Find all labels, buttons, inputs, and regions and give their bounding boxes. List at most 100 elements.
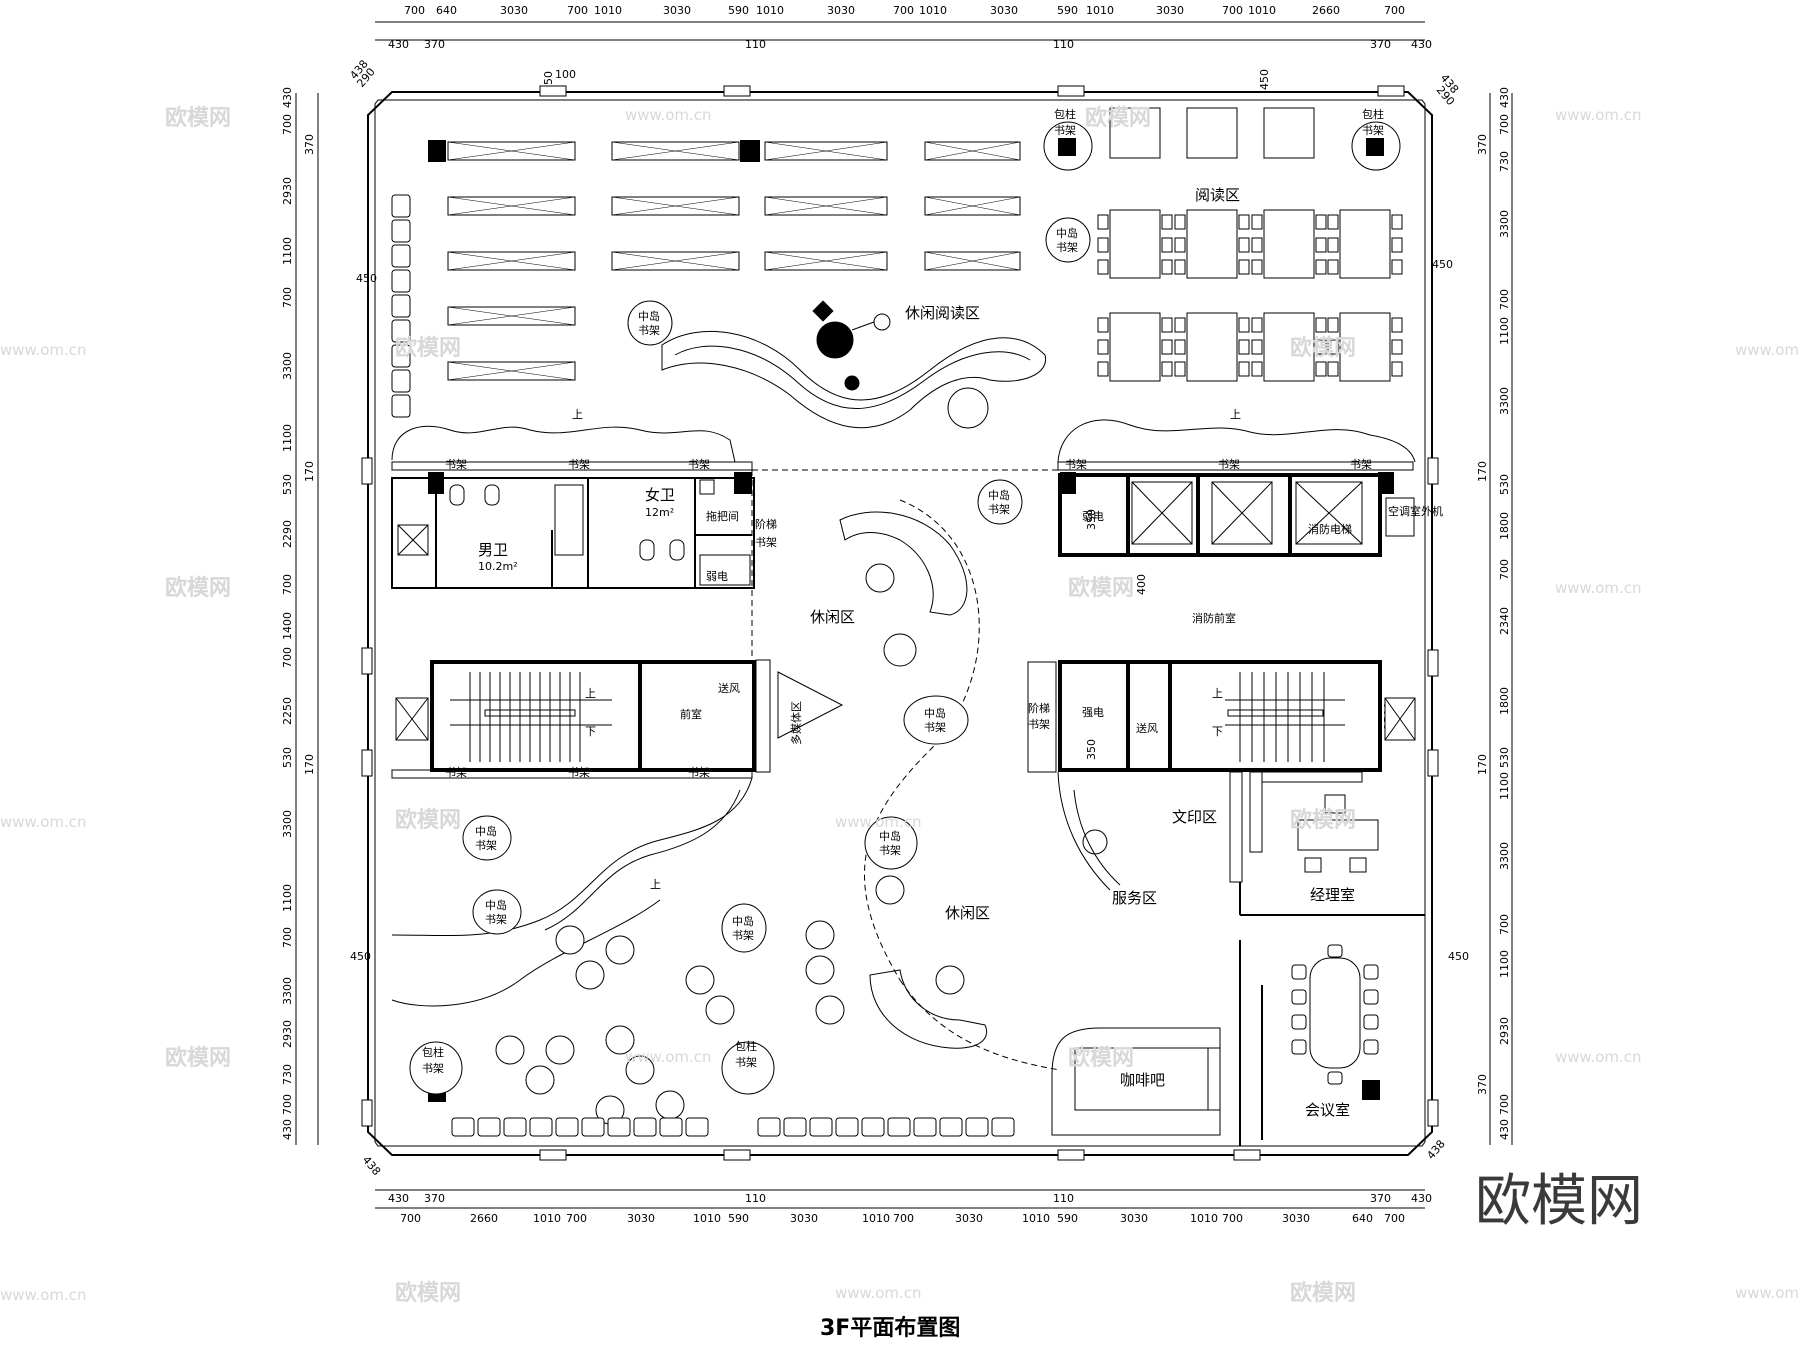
label-front-room: 前室 [680,707,702,721]
island-7b: 书架 [485,913,507,926]
dim-bot-in-6: 430 [1411,1192,1432,1205]
dim-right-4: 730 [1498,151,1511,172]
bottom-dimensions: 430 370 110 110 370 430 700 2660 1010 70… [388,1192,1432,1225]
watermark-10: 欧模网 [1068,1045,1134,1071]
dim-right-5: 3300 [1498,210,1511,238]
right-shaft [1384,497,1416,741]
column-1b: 书架 [1054,124,1076,137]
dim-misc-18: 438 [1424,1137,1447,1161]
watermark-6: 欧模网 [1068,575,1134,601]
island-2b: 书架 [1056,241,1078,254]
island-3b: 书架 [988,503,1010,516]
dim-right-24: 430 [1498,1119,1511,1140]
label-up-top-right: 上 [1230,408,1241,421]
label-mens-wc: 男卫 [478,541,508,559]
dim-misc-12: 450 [1448,950,1469,963]
left-bench [391,194,411,418]
right-dimensions: 430 700 370 730 3300 700 1100 3300 170 5… [1476,87,1511,1140]
dim-left-18: 3300 [281,810,294,838]
print-shelves [1229,771,1363,883]
watermark-url-4: www.om.cn [1735,341,1800,359]
dim-left-2: 700 [281,114,294,135]
label-up-right: 上 [1212,687,1223,700]
label-reading: 阅读区 [1195,186,1240,204]
column-1a: 包柱 [1054,107,1076,121]
perimeter-columns [361,85,1439,1161]
label-womens-area: 12m² [645,506,674,519]
watermark-9: 欧模网 [165,1045,231,1071]
dim-top-in-5: 370 [1370,38,1391,51]
column-2b: 书架 [1362,124,1384,137]
dim-left-16: 530 [281,747,294,768]
label-womens-wc: 女卫 [645,486,675,504]
dim-top-in-4: 110 [1053,38,1074,51]
island-2a: 中岛 [1056,226,1078,240]
label-fire-front-room: 消防前室 [1192,611,1236,625]
label-up-top-left: 上 [572,408,583,421]
bookshelf-rows [447,141,1021,381]
dim-left-6: 700 [281,287,294,308]
dim-right-2: 700 [1498,114,1511,135]
drawing-title: 3F平面布置图 [820,1315,960,1341]
dim-top-10: 700 [893,4,914,17]
label-stair-shelf-right-b: 书架 [1028,718,1050,731]
dim-right-19: 700 [1498,914,1511,935]
dim-right-9: 170 [1476,461,1489,482]
dim-left-1: 430 [281,87,294,108]
wavy-planters [391,419,1416,463]
label-air-supply-left: 送风 [718,681,740,695]
dim-left-11: 2290 [281,520,294,548]
label-shelf-7: 书架 [445,766,467,779]
multimedia-strip [755,659,844,773]
label-strong-elec: 强电 [1082,706,1104,719]
dim-left-17: 170 [303,754,316,775]
dim-left-4: 2930 [281,177,294,205]
top-dimensions: 700 640 3030 700 1010 3030 590 1010 3030… [388,4,1432,51]
toilet-fixtures [397,479,751,586]
dim-top-2: 640 [436,4,457,17]
right-core [1058,473,1382,772]
label-print: 文印区 [1172,808,1217,826]
column-3a: 包柱 [422,1045,444,1059]
column-3b: 书架 [422,1062,444,1075]
dim-left-5: 1100 [281,237,294,265]
dim-right-17: 1100 [1498,772,1511,800]
stair-treads-left [450,672,612,762]
dim-top-11: 1010 [919,4,947,17]
label-air-supply: 送风 [1136,721,1158,735]
dim-right-20: 1100 [1498,950,1511,978]
dim-bot-in-3: 110 [745,1192,766,1205]
label-weak-elec-right: 弱电 [1082,510,1104,523]
island-5a: 中岛 [879,829,901,843]
dim-top-in-3: 110 [745,38,766,51]
dim-misc-4: 450 [356,272,377,285]
elevators [1131,481,1363,545]
watermark-url-8: www.om.cn [625,1048,712,1066]
dim-left-23: 730 [281,1064,294,1085]
dim-left-24: 700 [281,1094,294,1115]
dim-bot-1: 700 [400,1212,421,1225]
dim-top-1: 700 [404,4,425,17]
dim-bot-3: 1010 [533,1212,561,1225]
dim-right-11: 1800 [1498,512,1511,540]
dim-top-13: 590 [1057,4,1078,17]
dim-bot-13: 590 [1057,1212,1078,1225]
dimension-lines [295,21,1513,1209]
island-1b: 书架 [638,324,660,337]
dim-top-12: 3030 [990,4,1018,17]
building-outline [367,91,1433,1156]
dim-top-in-2: 370 [424,38,445,51]
column-4b: 书架 [735,1056,757,1069]
dim-top-in-1: 430 [388,38,409,51]
stair-shelf-right [1027,661,1057,773]
dim-left-7: 3300 [281,352,294,380]
dim-misc-17: 438 [360,1154,383,1178]
dim-top-17: 1010 [1248,4,1276,17]
dim-bot-15: 1010 [1190,1212,1218,1225]
meeting-furniture [1291,944,1379,1085]
watermark-1: 欧模网 [165,105,231,131]
dim-top-4: 700 [567,4,588,17]
watermark-2: 欧模网 [1085,105,1151,131]
island-labels: 中岛 书架 中岛 书架 中岛 书架 中岛 书架 中岛 书架 中岛 书架 中岛 书… [422,107,1384,1075]
